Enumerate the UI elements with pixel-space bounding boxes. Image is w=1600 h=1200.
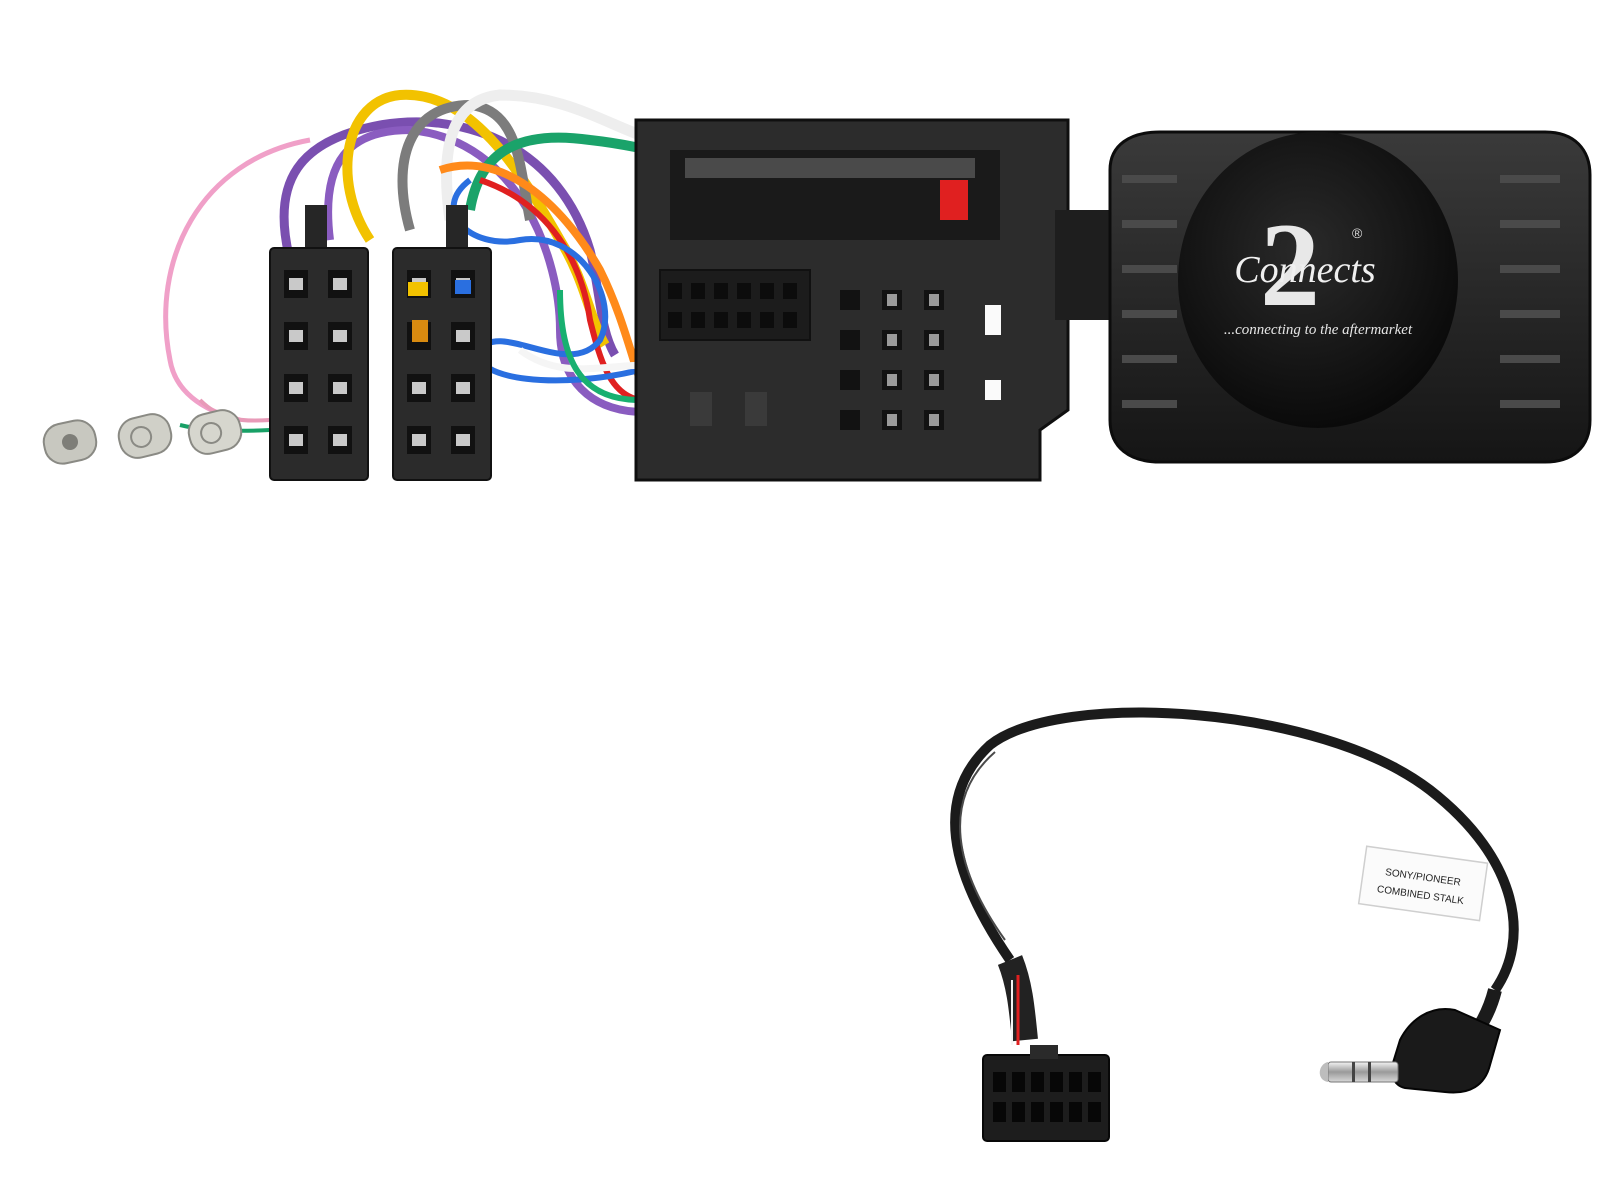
quadlock-pin-cavity [840, 330, 860, 350]
molex-pin-cavity [1012, 1102, 1025, 1122]
quadlock-pin [929, 414, 939, 426]
iso-pin [333, 330, 347, 342]
orange-wire [438, 161, 644, 382]
bullet-connector [117, 413, 173, 459]
module-rib [1122, 265, 1177, 273]
logo-word: Connects [1234, 249, 1375, 291]
iso-connector-right [392, 205, 492, 481]
quadlock-pin-cavity [760, 283, 774, 299]
lead-cable-highlight [959, 751, 1006, 941]
quadlock-pin [887, 414, 897, 426]
molex-pin-cavity [1031, 1072, 1044, 1092]
white-wire [441, 89, 642, 221]
molex-pin-cavity [1069, 1102, 1082, 1122]
molex-connector [982, 955, 1110, 1142]
module-rib [1500, 220, 1560, 228]
quadlock-pin [929, 334, 939, 346]
quadlock-pin-cavity [840, 290, 860, 310]
patch-lead: SONY/PIONEER COMBINED STALK [950, 707, 1519, 1142]
quadlock-pin [887, 334, 897, 346]
iso-pin [289, 278, 303, 290]
molex-pin-cavity [993, 1102, 1006, 1122]
interface-module: 2 Connects ® ...connecting to the afterm… [1055, 130, 1592, 464]
quadlock-pin-cavity [737, 283, 751, 299]
red-wire [479, 177, 641, 403]
quadlock-pin [887, 294, 897, 306]
module-rib [1500, 175, 1560, 183]
pink-wire [163, 137, 311, 423]
quadlock-pin-cavity [668, 283, 682, 299]
bullet-connector [187, 409, 243, 455]
quadlock-pin-cavity [714, 312, 728, 328]
module-rib [1122, 400, 1177, 408]
iso-pin [289, 434, 303, 446]
module-rib [1500, 400, 1560, 408]
molex-pin-cavity [1012, 1072, 1025, 1092]
molex-pin-cavity [1050, 1102, 1063, 1122]
module-rib [1122, 175, 1177, 183]
quadlock-pin-cavity [783, 312, 797, 328]
module-rib [1500, 310, 1560, 318]
module-rib [1122, 355, 1177, 363]
quadlock-pin-cavity [737, 312, 751, 328]
logo-tagline: ...connecting to the aftermarket [1224, 322, 1413, 338]
quadlock-pin-cavity [691, 312, 705, 328]
module-rib [1500, 355, 1560, 363]
module-rib [1122, 310, 1177, 318]
aerial-connector [42, 419, 98, 465]
iso-pin [412, 382, 426, 394]
module-rib [1122, 220, 1177, 228]
logo-numeral: 2 [1260, 198, 1320, 331]
molex-pin-cavity [1088, 1072, 1101, 1092]
iso-pin [456, 382, 470, 394]
iso-connector-left [269, 205, 369, 481]
green-wire-2 [557, 289, 641, 403]
iso-pin [412, 434, 426, 446]
quadlock-pin-cavity [760, 312, 774, 328]
iso-pin [456, 330, 470, 342]
iso-pin [333, 434, 347, 446]
molex-pin-cavity [1088, 1102, 1101, 1122]
quadlock-pin-cavity [840, 370, 860, 390]
quadlock-pin [929, 294, 939, 306]
quadlock-pin-cavity [691, 283, 705, 299]
logo-disc [1178, 132, 1458, 428]
cable-label: SONY/PIONEER COMBINED STALK [1357, 845, 1489, 922]
lead-cable [950, 707, 1519, 993]
iso-pin [333, 278, 347, 290]
iso-pin [289, 330, 303, 342]
registered-mark: ® [1352, 225, 1363, 241]
iso-pin [289, 382, 303, 394]
quadlock-pin-cavity [840, 410, 860, 430]
iso-pin [456, 434, 470, 446]
white-wire-2 [517, 347, 651, 373]
quadlock-pin-cavity [668, 312, 682, 328]
molex-pin-cavity [1031, 1102, 1044, 1122]
bullet-connectors [42, 409, 243, 465]
molex-pin-cavity [993, 1072, 1006, 1092]
vehicle-connector [634, 118, 1070, 482]
module-rib [1500, 265, 1560, 273]
molex-pin-cavity [1069, 1072, 1082, 1092]
iso-pin [333, 382, 347, 394]
quadlock-pin [887, 374, 897, 386]
quadlock-pin [929, 374, 939, 386]
quadlock-pin-cavity [783, 283, 797, 299]
molex-pin-cavity [1050, 1072, 1063, 1092]
audio-jack [1319, 988, 1502, 1094]
quadlock-pin-cavity [714, 283, 728, 299]
blue-wire [450, 177, 641, 384]
